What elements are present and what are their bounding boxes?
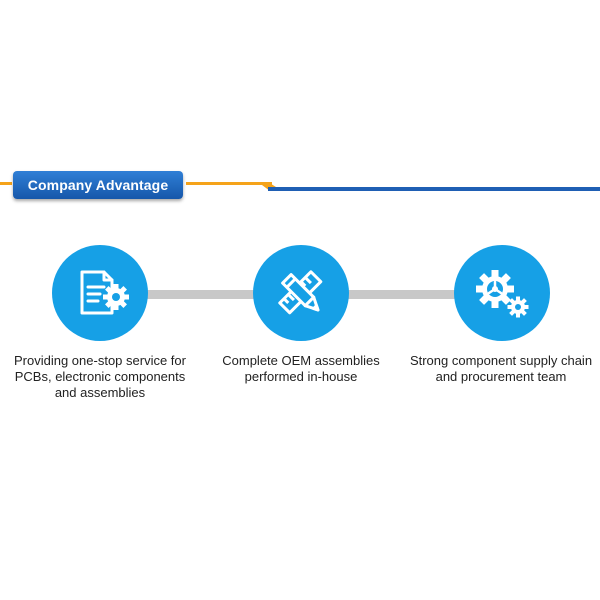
document-gear-icon [80, 270, 129, 315]
advantage-text-one-stop: Providing one-stop service for PCBs, ele… [14, 353, 186, 400]
advantage-text-oem: Complete OEM assemblies performed in-hou… [222, 353, 380, 384]
advantage-circle-oem [253, 245, 349, 341]
connector-line [346, 290, 456, 299]
connector-line [146, 290, 256, 299]
header-stripe-blue [268, 187, 600, 191]
section-title-badge: Company Advantage [13, 171, 183, 199]
header-stripe-orange-right [186, 182, 272, 185]
gears-icon [476, 270, 529, 318]
advantage-text-supply-chain: Strong component supply chain and procur… [409, 353, 593, 384]
advantage-circle-supply-chain [454, 245, 550, 341]
pencil-ruler-icon [278, 270, 323, 315]
header-stripe-orange-left [0, 182, 12, 185]
advantage-circle-one-stop [52, 245, 148, 341]
